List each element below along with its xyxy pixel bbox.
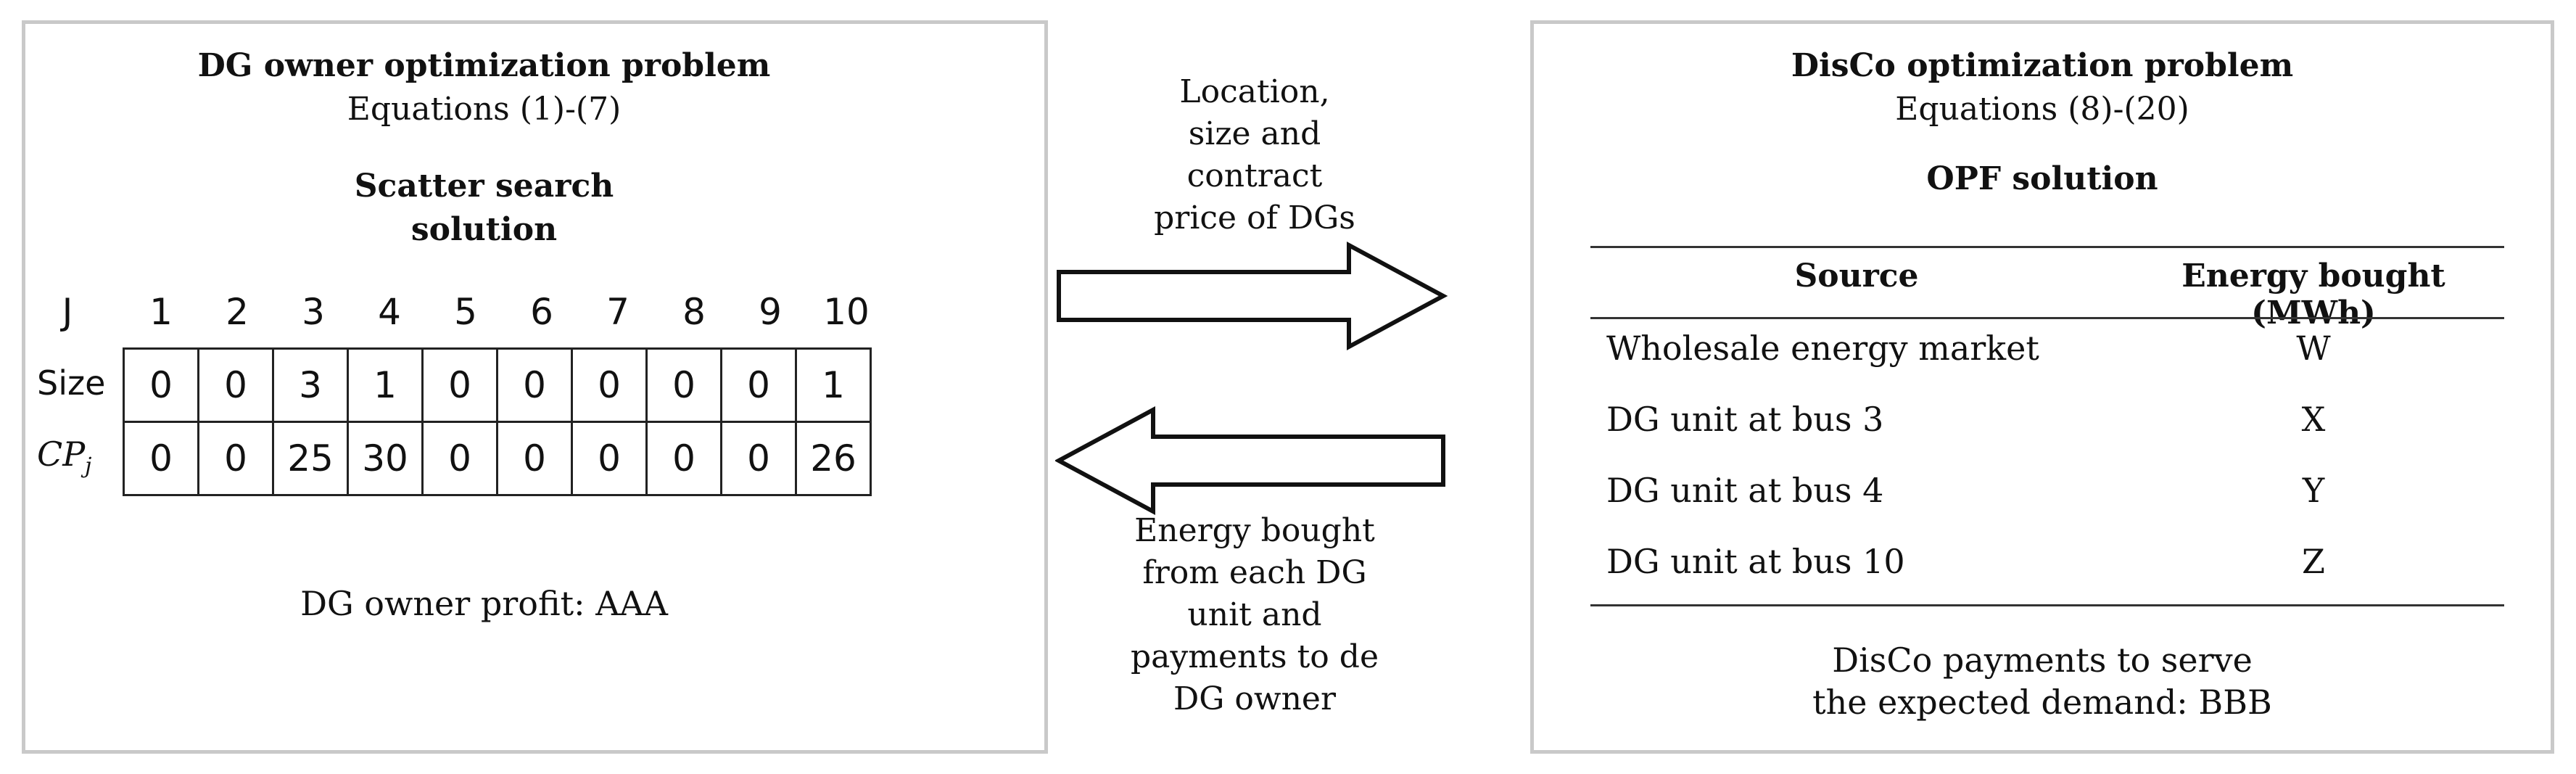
arrow-bottom-caption: Energy bought from each DG unit and paym… (1102, 510, 1407, 720)
cp-cell: 30 (347, 421, 424, 496)
cp-row: 0 0 25 30 0 0 0 0 0 26 (123, 421, 872, 496)
table-bottom-rule (1590, 604, 2504, 606)
j-index: 8 (682, 291, 706, 333)
size-row: 0 0 3 1 0 0 0 0 0 1 (123, 347, 872, 423)
cp-cell: 26 (795, 421, 872, 496)
j-index: 1 (149, 291, 173, 333)
dg-size-price-table: 0 0 3 1 0 0 0 0 0 1 0 0 25 30 0 0 0 0 0 … (123, 347, 872, 496)
size-cell: 3 (272, 347, 349, 423)
size-cell: 0 (421, 347, 498, 423)
disco-panel: DisCo optimization problem Equations (8)… (1530, 20, 2554, 754)
flow-arrows (1055, 241, 1448, 516)
arrow-bottom-line: from each DG (1142, 554, 1367, 591)
size-cell: 0 (197, 347, 274, 423)
j-index: 5 (454, 291, 477, 333)
arrow-bottom-line: DG owner (1173, 680, 1336, 717)
cp-cell: 0 (421, 421, 498, 496)
energy-cell: Y (2302, 471, 2325, 510)
arrow-bottom-line: payments to de (1131, 638, 1379, 675)
arrow-top-line: price of DGs (1154, 199, 1355, 236)
j-index: 3 (302, 291, 325, 333)
arrow-bottom-line: unit and (1187, 596, 1322, 633)
table-top-rule (1590, 246, 2504, 248)
dg-owner-panel: DG owner optimization problem Equations … (22, 20, 1048, 754)
size-cell: 1 (795, 347, 872, 423)
cp-cell: 0 (496, 421, 573, 496)
j-index: 7 (606, 291, 629, 333)
arrow-top-line: Location, (1179, 73, 1330, 110)
source-cell: DG unit at bus 3 (1606, 400, 1884, 439)
arrow-top-line: contract (1186, 157, 1323, 194)
j-index: 4 (378, 291, 401, 333)
dg-owner-title: DG owner optimization problem (197, 47, 771, 84)
size-cell: 0 (496, 347, 573, 423)
j-index: 9 (759, 291, 782, 333)
source-cell: Wholesale energy market (1606, 329, 2039, 368)
scatter-search-line1: Scatter search (354, 168, 614, 205)
cp-cell: 25 (272, 421, 349, 496)
j-index: 6 (530, 291, 553, 333)
table-header-rule (1590, 317, 2504, 319)
energy-cell: Z (2302, 542, 2325, 581)
cp-cell: 0 (645, 421, 722, 496)
dg-owner-equations: Equations (1)-(7) (347, 91, 622, 128)
size-cell: 0 (123, 347, 199, 423)
col-header-source: Source (1794, 258, 1919, 295)
size-cell: 0 (645, 347, 722, 423)
size-cell: 0 (720, 347, 797, 423)
cp-cell: 0 (123, 421, 199, 496)
size-cell: 1 (347, 347, 424, 423)
size-cell: 0 (571, 347, 648, 423)
arrow-top-line: size and (1188, 115, 1321, 152)
opf-solution-label: OPF solution (1926, 160, 2158, 197)
energy-cell: X (2301, 400, 2326, 439)
cp-row-label: CPj (37, 435, 92, 479)
arrow-bottom-line: Energy bought (1134, 512, 1375, 549)
j-index: 10 (823, 291, 870, 333)
cp-cell: 0 (197, 421, 274, 496)
cp-cell: 0 (720, 421, 797, 496)
col-header-energy: Energy bought (MWh) (2181, 258, 2445, 332)
disco-payments-line2: the expected demand: BBB (1812, 683, 2272, 722)
disco-title: DisCo optimization problem (1791, 47, 2294, 84)
dg-owner-profit: DG owner profit: AAA (300, 584, 668, 623)
j-index: 2 (226, 291, 249, 333)
j-header-label: J (62, 291, 73, 333)
disco-payments-line1: DisCo payments to serve (1832, 641, 2253, 680)
cp-cell: 0 (571, 421, 648, 496)
disco-equations: Equations (8)-(20) (1895, 91, 2189, 128)
source-cell: DG unit at bus 10 (1606, 542, 1905, 581)
left-arrow-icon (1055, 405, 1445, 516)
scatter-search-line2: solution (410, 211, 558, 248)
source-cell: DG unit at bus 4 (1606, 471, 1884, 510)
arrow-top-caption: Location, size and contract price of DGs (1102, 71, 1407, 239)
size-row-label: Size (37, 363, 106, 403)
energy-cell: W (2296, 329, 2331, 368)
right-arrow-icon (1057, 241, 1448, 351)
